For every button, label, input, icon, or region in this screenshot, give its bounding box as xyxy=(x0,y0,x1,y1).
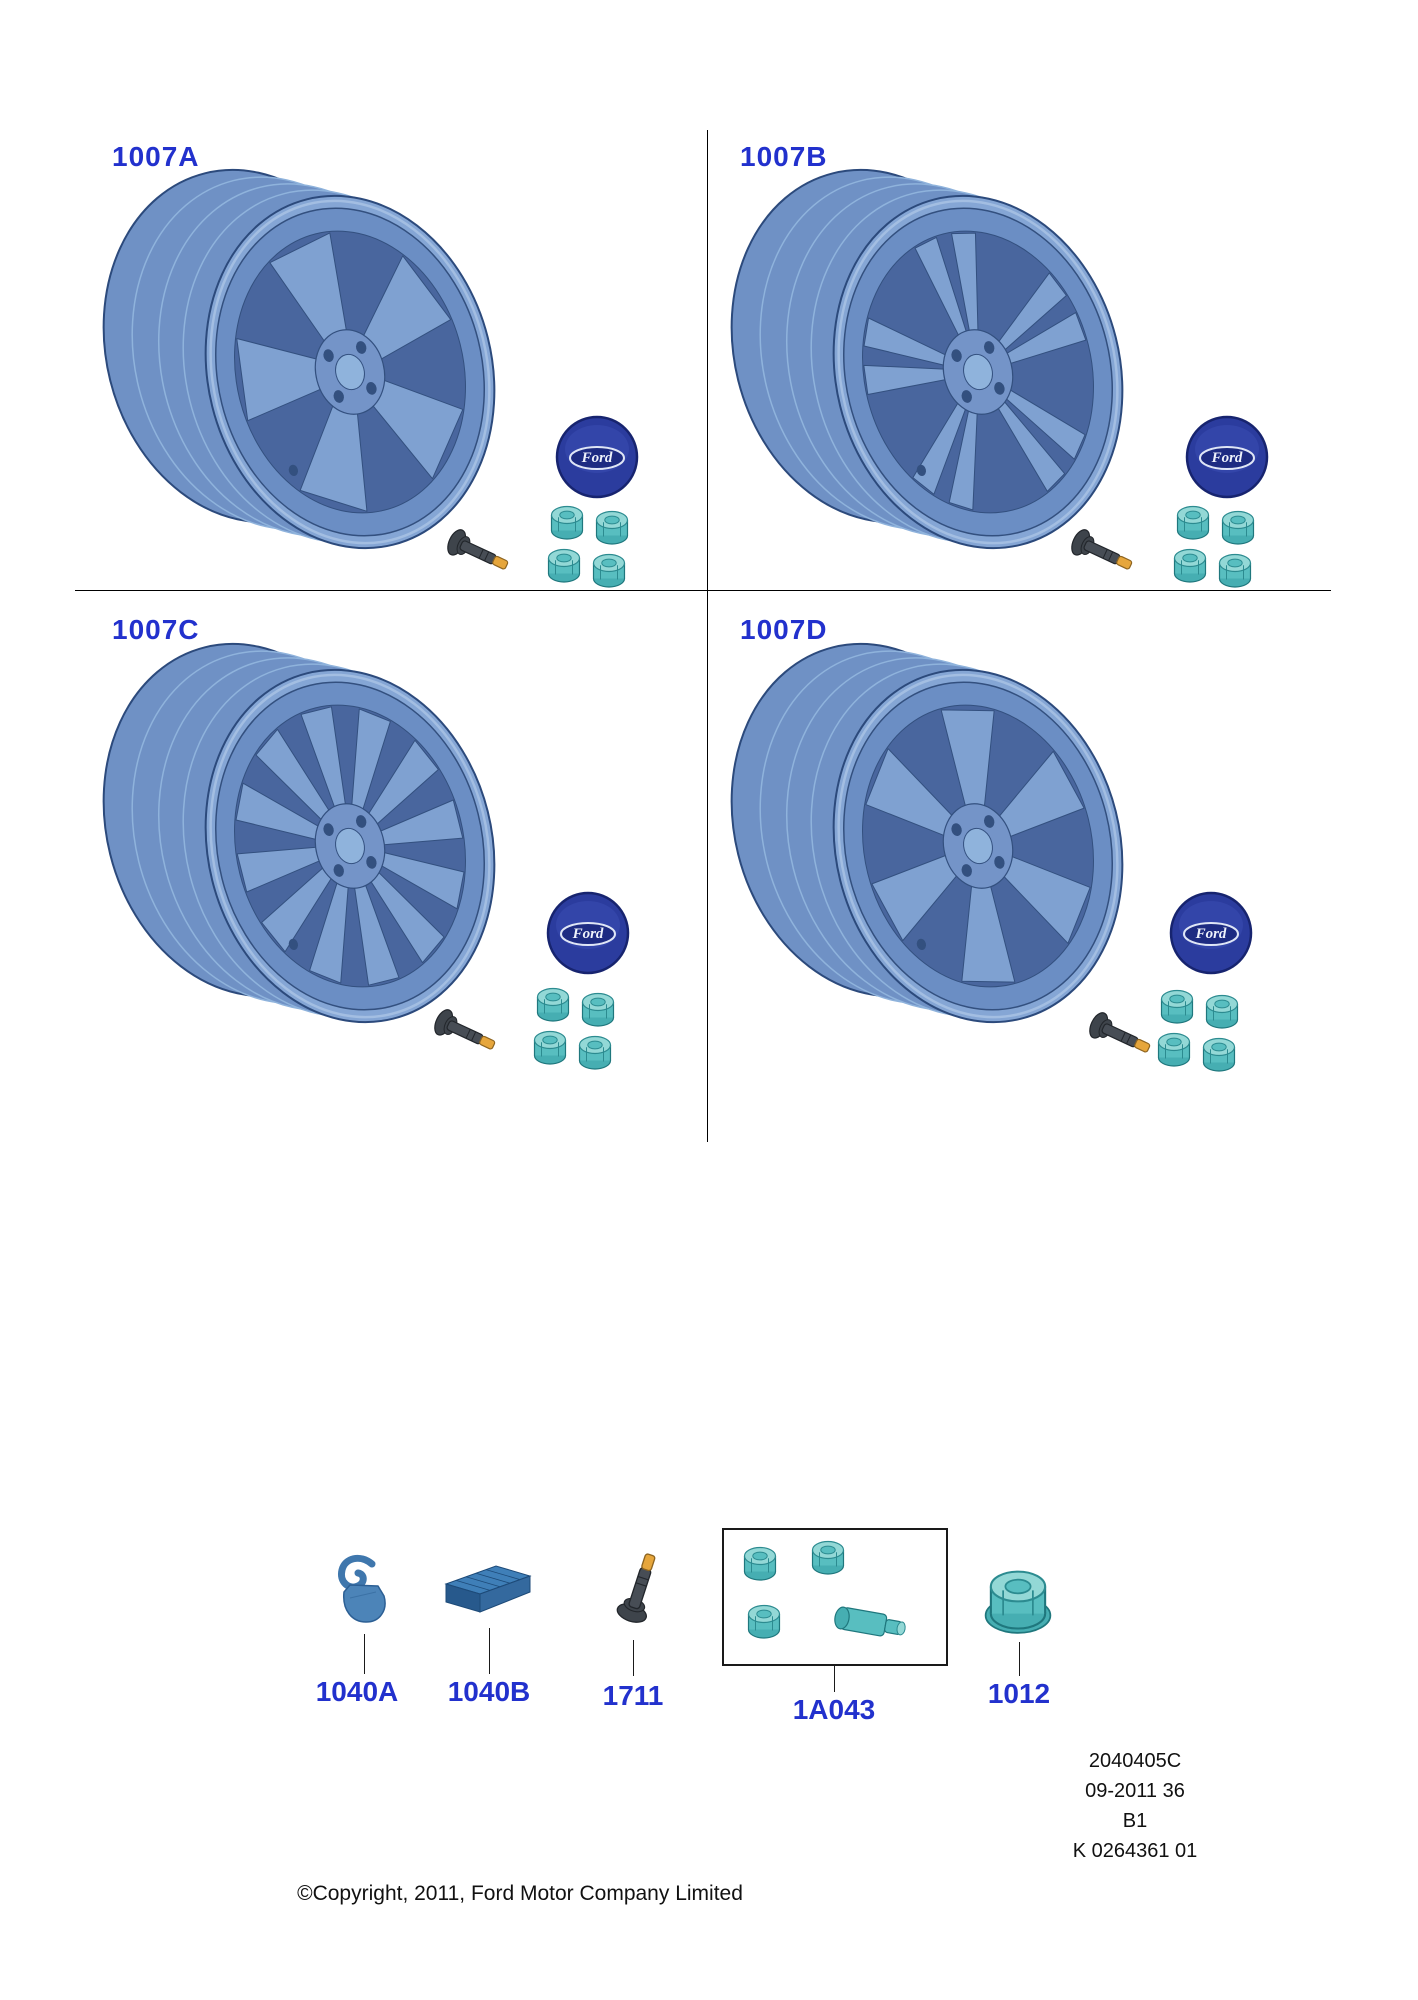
valve-stem-icon xyxy=(447,529,509,570)
valve-stem-icon xyxy=(434,1009,496,1050)
doc-ref: K 0264361 01 xyxy=(1072,1840,1198,1862)
part-number-label: 1711 xyxy=(602,1680,664,1711)
valve-stem-icon xyxy=(1089,1012,1151,1053)
center-cap-art xyxy=(546,891,630,975)
wheel-nut-set xyxy=(1173,505,1255,588)
doc-sheet: B1 xyxy=(1122,1810,1148,1832)
wheel-nut-set xyxy=(547,505,629,588)
alloy-wheel-illustration xyxy=(730,168,1124,550)
wheel-nut-illustration xyxy=(984,1570,1052,1634)
part-number-label: 1007C xyxy=(112,614,200,645)
clip-balance-weight-illustration xyxy=(337,1554,386,1623)
center-cap-art xyxy=(1169,891,1253,975)
doc-code: 2040405C xyxy=(1088,1750,1182,1772)
valve-stem-icon xyxy=(1071,529,1133,570)
ford-logo-text: Ford xyxy=(572,926,604,942)
ford-logo-text: Ford xyxy=(1211,450,1243,466)
wheel-nut-set xyxy=(533,987,615,1070)
alloy-wheel-illustration xyxy=(730,642,1124,1024)
locking-nut-kit-illustration xyxy=(743,1540,906,1639)
ford-center-cap: Ford xyxy=(546,891,630,975)
ford-center-cap: Ford xyxy=(555,415,639,499)
ford-logo-text: Ford xyxy=(1195,926,1227,942)
leader-line xyxy=(364,1634,365,1674)
part-number-label: 1007A xyxy=(112,141,200,172)
ford-logo-text: Ford xyxy=(581,450,613,466)
ford-center-cap: Ford xyxy=(1185,415,1269,499)
grid-divider-vertical xyxy=(707,130,708,1142)
center-cap-art xyxy=(1185,415,1269,499)
leader-line xyxy=(633,1640,634,1676)
alloy-wheel-illustration xyxy=(102,168,496,550)
leader-line xyxy=(489,1628,490,1674)
adhesive-balance-weight-illustration xyxy=(444,1565,532,1613)
grid-divider-horizontal xyxy=(75,590,1331,591)
valve-stem-illustration xyxy=(616,1553,656,1623)
copyright-line: ©Copyright, 2011, Ford Motor Company Lim… xyxy=(297,1882,743,1905)
part-number-label: 1012 xyxy=(987,1678,1051,1709)
doc-date: 09-2011 36 xyxy=(1085,1780,1185,1802)
part-number-label: 1007B xyxy=(740,141,828,172)
part-number-label: 1040B xyxy=(447,1676,531,1707)
leader-line xyxy=(834,1666,835,1692)
leader-line xyxy=(1019,1642,1020,1676)
locking-nut-kit-box xyxy=(722,1528,948,1666)
document-info-block: 2040405C 09-2011 36 B1 K 0264361 01 xyxy=(1020,1746,1250,1866)
center-cap-art xyxy=(555,415,639,499)
wheel-nut-set xyxy=(1157,989,1239,1072)
alloy-wheel-illustration xyxy=(102,642,496,1024)
part-number-label: 1040A xyxy=(315,1676,399,1707)
ford-center-cap: Ford xyxy=(1169,891,1253,975)
part-number-label: 1A043 xyxy=(792,1694,876,1725)
part-number-label: 1007D xyxy=(740,614,828,645)
